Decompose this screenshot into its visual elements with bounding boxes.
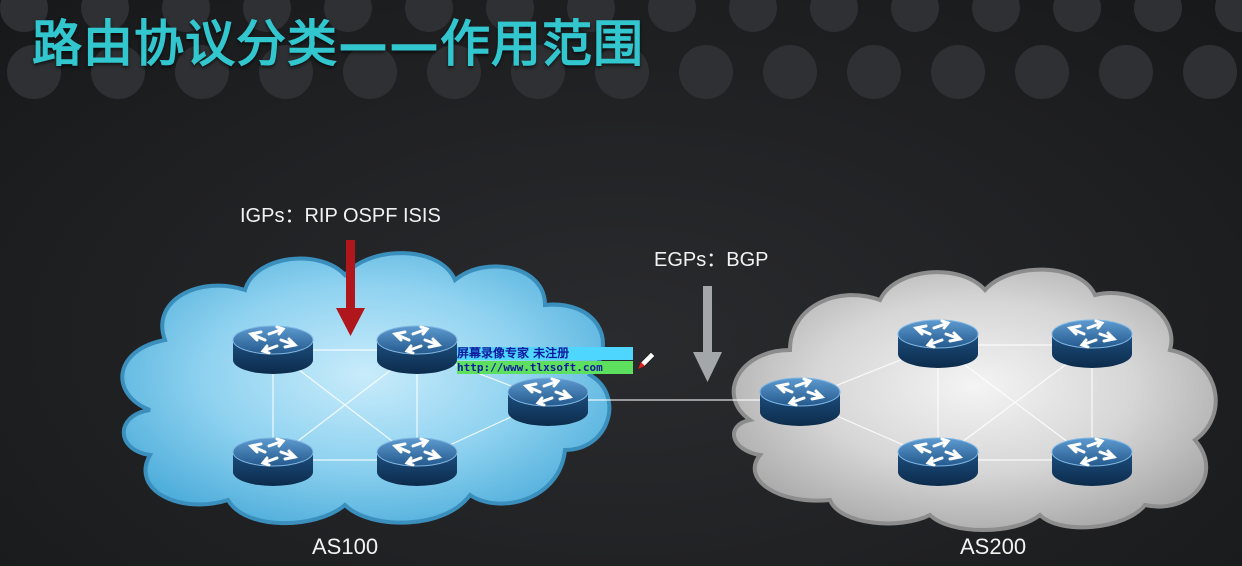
router-icon — [1050, 318, 1134, 370]
router-icon — [375, 324, 459, 376]
as200-label: AS200 — [960, 534, 1027, 559]
watermark: 屏幕录像专家 未注册 http://www.tlxsoft.com — [455, 347, 635, 375]
router-icon — [758, 376, 842, 428]
router-icon — [506, 376, 590, 428]
igp-label: IGPs：RIP OSPF ISIS — [240, 205, 441, 227]
watermark-line2: http://www.tlxsoft.com — [457, 361, 633, 374]
router-icon — [896, 318, 980, 370]
igp-arrow-icon — [336, 240, 365, 336]
router-icon — [375, 436, 459, 488]
router-icon — [896, 436, 980, 488]
egp-label: EGPs：BGP — [654, 249, 769, 271]
as100-label: AS100 — [312, 534, 379, 559]
pen-cursor-icon — [637, 351, 656, 370]
router-icon — [1050, 436, 1134, 488]
watermark-line1: 屏幕录像专家 未注册 — [457, 347, 633, 360]
egp-arrow-icon — [693, 286, 722, 382]
dot-pattern — [0, 0, 1242, 99]
router-icon — [231, 436, 315, 488]
router-icon — [231, 324, 315, 376]
slide-title: 路由协议分类——作用范围 — [32, 15, 644, 73]
